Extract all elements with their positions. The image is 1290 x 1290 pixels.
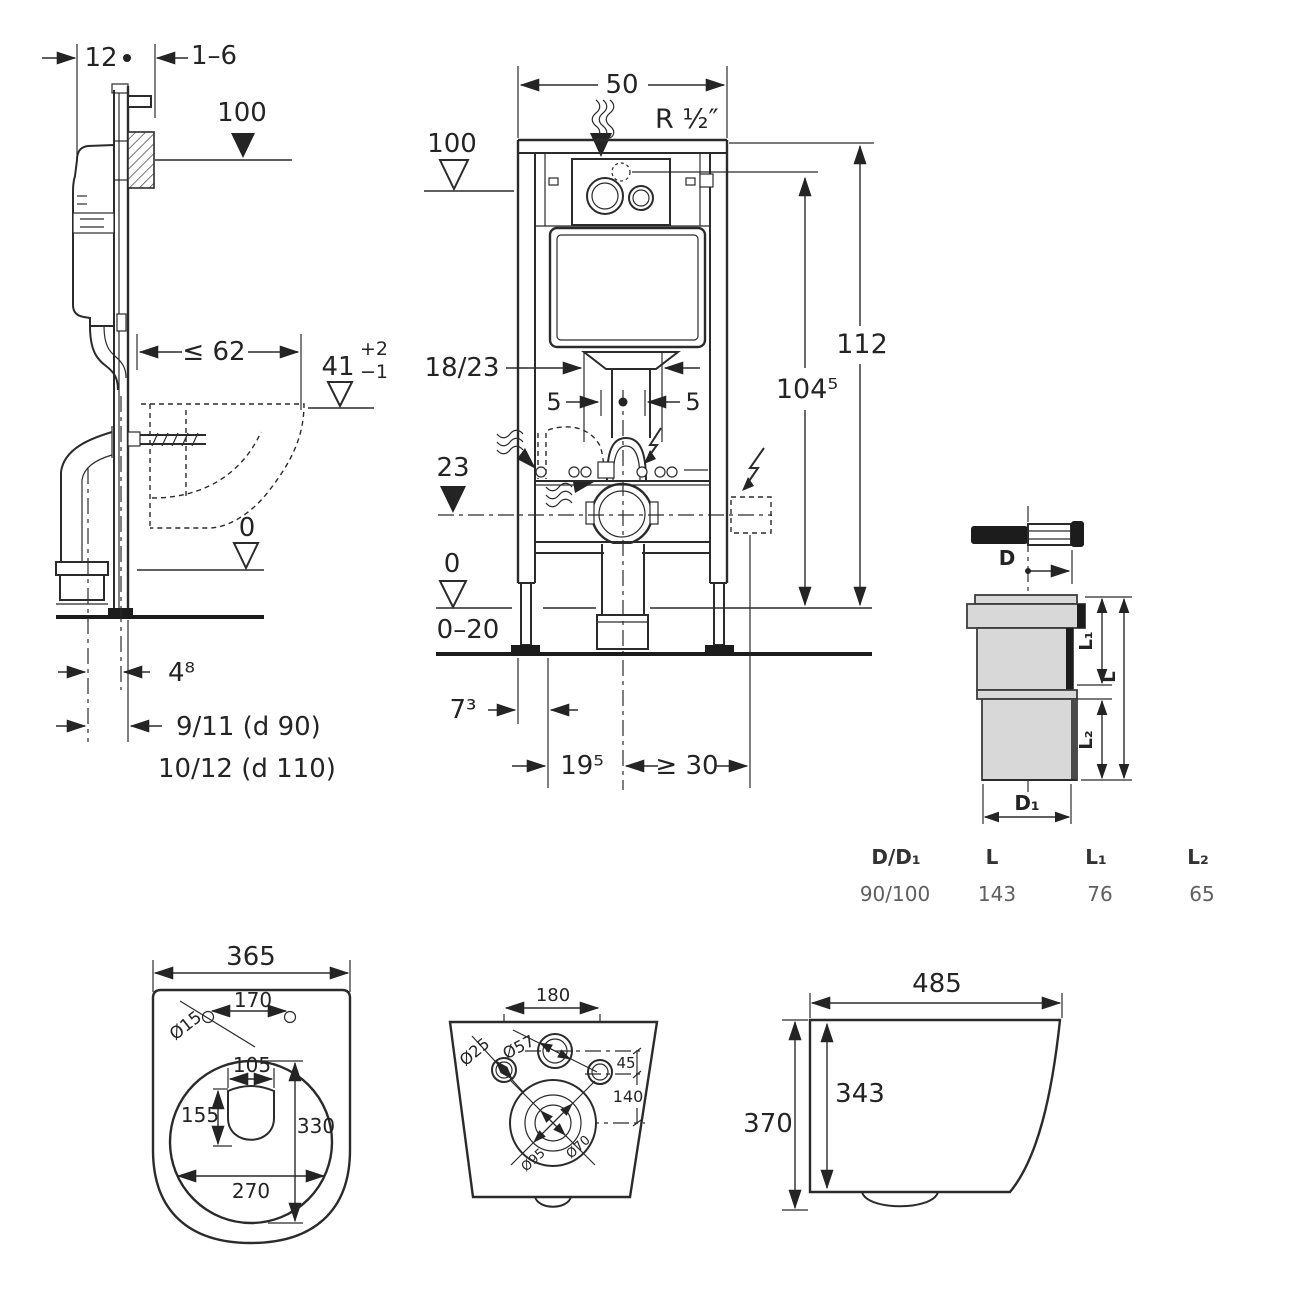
table-value-d-d1: 90/100: [860, 882, 930, 906]
adapter-table: D/D₁ L L₁ L₂ 90/100 143 76 65: [860, 845, 1215, 906]
dim-label-170: 170: [234, 988, 272, 1012]
dim-label-max-62: ≤ 62: [182, 337, 245, 367]
table-header-l: L: [986, 845, 999, 869]
note-label-d110: 10/12 (d 110): [158, 754, 336, 784]
dim-label-485: 485: [912, 969, 962, 999]
heat-wave-icon-outlet: [545, 482, 573, 508]
dim-label-min-30: ≥ 30: [655, 751, 718, 781]
table-header-l2: L₂: [1187, 845, 1209, 869]
pan-side-view: 485 343 370: [743, 969, 1063, 1211]
dim-label-365: 365: [226, 942, 276, 972]
table-value-l: 143: [978, 882, 1016, 906]
dim-label-370: 370: [743, 1109, 793, 1139]
dim-label-45: 45: [616, 1054, 635, 1072]
note-label-d90: 9/11 (d 90): [176, 712, 321, 742]
dim-label-270: 270: [232, 1179, 270, 1203]
dim-label-18-23: 18/23: [425, 353, 500, 383]
side-view: 12 1–6 100: [42, 41, 388, 784]
outlet-adapter-view: D L₁ L L₂ D₁: [966, 506, 1132, 824]
level-label-0-front: 0: [444, 549, 461, 579]
dim-label-4-8: 4⁸: [168, 658, 195, 688]
heat-wave-icon-left: [496, 429, 524, 455]
dim-label-1-6: 1–6: [191, 41, 237, 71]
pan-top-view: 365 170 Ø15 105 155 330 270: [151, 942, 352, 1245]
dim-label-5-right: 5: [685, 388, 700, 416]
table-header-l1: L₁: [1085, 845, 1107, 869]
pan-rear-view: 180 Ø57 Ø25 45 140: [448, 985, 659, 1208]
dim-label-105: 105: [233, 1053, 271, 1077]
dim-label-L: L: [1099, 671, 1120, 682]
dim-label-140: 140: [613, 1087, 644, 1106]
dim-label-180: 180: [536, 985, 570, 1006]
table-value-l2: 65: [1189, 882, 1214, 906]
front-view: 50 R ½″ 100: [424, 66, 888, 790]
dim-label-104-5: 104⁵: [776, 374, 838, 405]
electric-icon-inner: [644, 427, 662, 464]
dim-label-343: 343: [835, 1079, 885, 1109]
dim-label-12: 12: [84, 43, 117, 73]
dim-label-112: 112: [836, 329, 888, 360]
dim-label-7-3: 7³: [450, 695, 477, 725]
supply-label: R ½″: [655, 104, 719, 135]
dim-label-155: 155: [181, 1103, 219, 1127]
level-label-23: 23: [436, 453, 469, 483]
dim-label-D: D: [999, 546, 1016, 570]
dim-label-L2: L₂: [1076, 730, 1097, 749]
level-label-0-side: 0: [239, 513, 256, 543]
dim-label-41: 41: [321, 352, 354, 382]
dim-label-41-tol-plus: +2: [360, 338, 388, 360]
range-label-0-20: 0–20: [437, 615, 500, 645]
dim-label-L1: L₁: [1076, 631, 1097, 650]
dim-label-41-tol-minus: −1: [360, 361, 388, 383]
dim-label-330: 330: [297, 1114, 335, 1138]
dim-label-50: 50: [605, 70, 638, 100]
dim-label-5-left: 5: [546, 388, 561, 416]
dim-label-19-5: 19⁵: [560, 751, 604, 781]
table-header-d-d1: D/D₁: [871, 845, 920, 869]
level-label-100-side: 100: [217, 98, 267, 128]
water-supply-icon: [591, 99, 615, 139]
table-value-l1: 76: [1087, 882, 1112, 906]
level-label-100-front: 100: [427, 129, 477, 159]
dim-label-D1: D₁: [1014, 791, 1039, 815]
electric-icon-outer: [742, 447, 765, 491]
